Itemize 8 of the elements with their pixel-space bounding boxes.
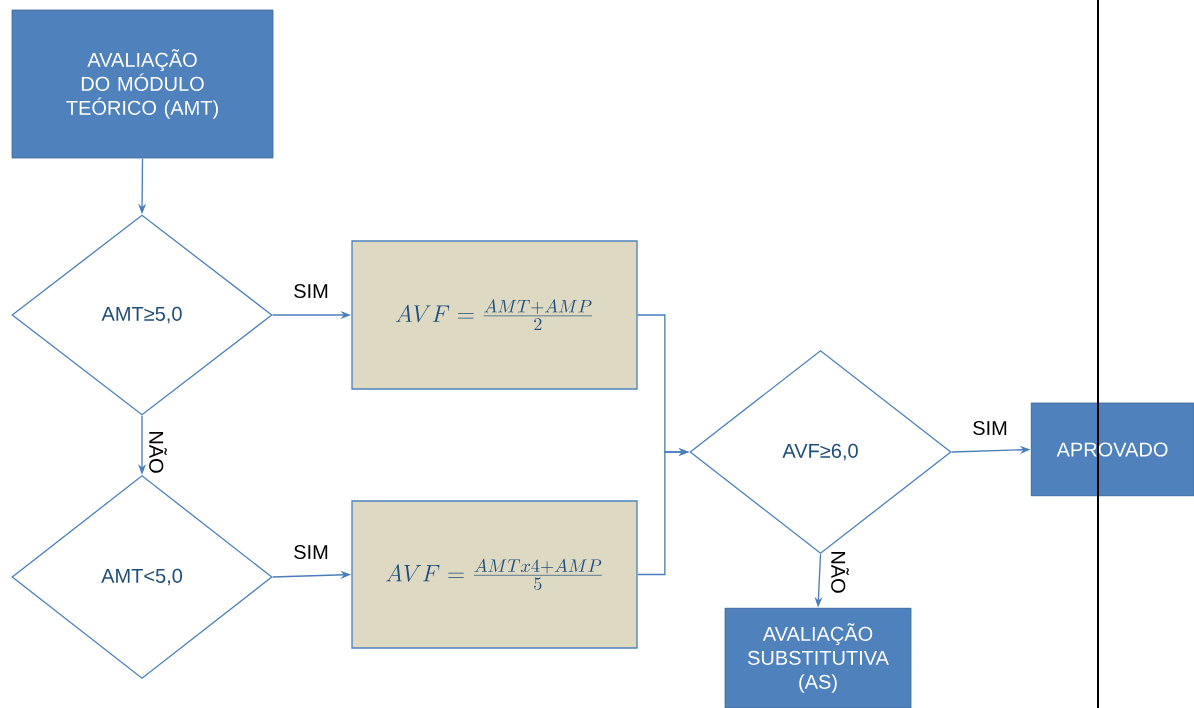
formula-box: $AVF=\frac{AMTx4+AMP}{5}$ xyxy=(351,500,638,649)
edge-label: SIM xyxy=(291,543,331,561)
edge-label: SIM xyxy=(970,419,1010,437)
process-box: AVALIAÇÃO DO MÓDULO TEÓRICO (AMT) xyxy=(11,9,274,159)
formula-box: $AVF=\frac{AMT+AMP}{2}$ xyxy=(351,240,638,390)
edge-label: NÃO xyxy=(147,429,169,475)
edge-label: SIM xyxy=(291,282,331,300)
process-box: AVALIAÇÃO SUBSTITUTIVA (AS) xyxy=(724,607,912,708)
